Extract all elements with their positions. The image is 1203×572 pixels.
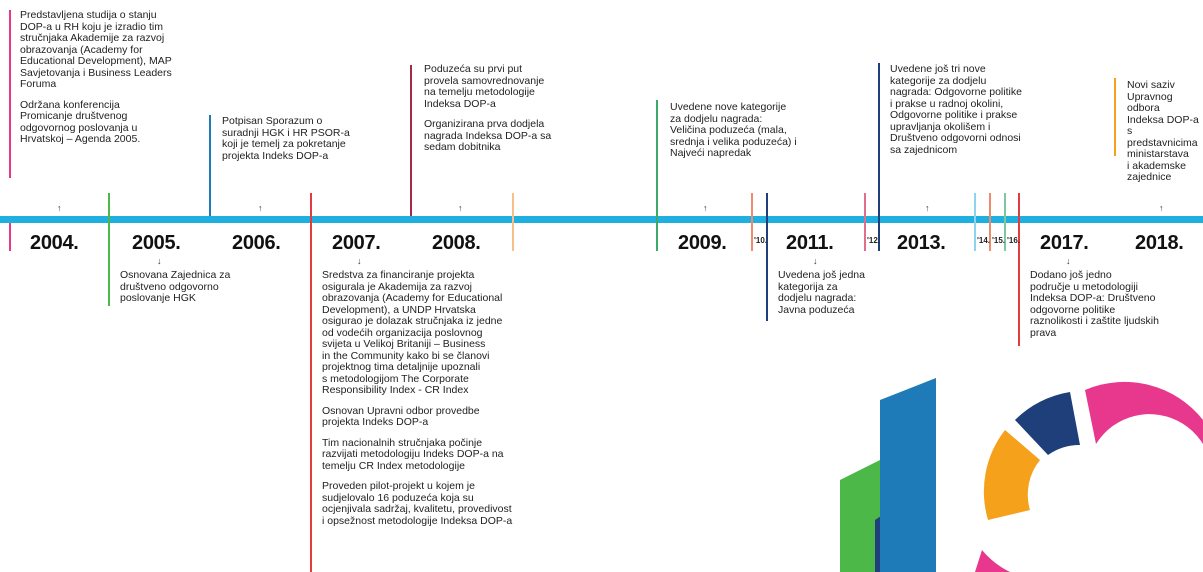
up-arrow-icon: ↑ [925, 203, 930, 213]
year-2012: '12. [867, 236, 881, 245]
logo-ring-pink [1085, 381, 1203, 510]
connector-2008-minor [512, 193, 514, 251]
year-2018: 2018. [1135, 232, 1184, 254]
connector-2008 [410, 65, 412, 216]
year-2006: 2006. [232, 232, 281, 254]
event-2007-text-3: Tim nacionalnih stručnjaka počinje razvi… [322, 436, 504, 472]
year-2017: 2017. [1040, 232, 1089, 254]
event-2007-text-4: Proveden pilot-projekt u kojem je sudjel… [322, 480, 513, 527]
event-2006: Potpisan Sporazum o suradnji HGK i HR PS… [222, 115, 402, 162]
year-2005: 2005. [132, 232, 181, 254]
event-2004: Predstavljena studija o stanju DOP-a u R… [20, 9, 205, 146]
event-2013-text: Uvedene još tri nove kategorije za dodje… [890, 63, 1022, 156]
logo-bar-blue [880, 378, 936, 572]
event-2013: Uvedene još tri nove kategorije za dodje… [890, 63, 1090, 156]
connector-2004 [9, 10, 11, 178]
event-2018-text: Novi saziv Upravnog odbora Indeksa DOP-a… [1127, 80, 1199, 183]
event-2011-text: Uvedena još jedna kategorija za dodjelu … [778, 269, 865, 316]
logo-bar-green [840, 460, 880, 572]
event-2004-text-1: Predstavljena studija o stanju DOP-a u R… [20, 9, 172, 90]
event-2005-text: Osnovana Zajednica za društveno odgovorn… [120, 269, 231, 304]
connector-2015 [989, 193, 991, 251]
connector-2012 [864, 193, 866, 251]
event-2008-text-2: Organizirana prva dodjela nagrada Indeks… [424, 118, 552, 153]
anniversary-logo [840, 378, 1203, 572]
year-2011: 2011. [786, 232, 834, 254]
event-2017: Dodano još jedno područje u metodologiji… [1030, 269, 1203, 339]
logo-ring-orange [983, 430, 1040, 520]
connector-2005 [108, 193, 110, 306]
down-arrow-icon: ↓ [357, 256, 362, 266]
event-2011: Uvedena još jedna kategorija za dodjelu … [778, 269, 888, 316]
connector-2011 [766, 193, 768, 321]
connector-2010 [751, 193, 753, 251]
down-arrow-icon: ↓ [157, 256, 162, 266]
connector-2018 [1114, 78, 1116, 156]
connector-2007 [310, 193, 312, 572]
event-2008-text-1: Poduzeća su prvi put provela samovrednov… [424, 63, 545, 110]
event-2004-text-2: Održana konferencija Promicanje društven… [20, 98, 141, 145]
up-arrow-icon: ↑ [57, 203, 62, 213]
year-2013: 2013. [897, 232, 946, 254]
year-2004: 2004. [30, 232, 79, 254]
connector-2016 [1004, 193, 1006, 251]
timeline-bar [0, 216, 1203, 223]
connector-2009 [656, 100, 658, 251]
event-2007-text-2: Osnovan Upravni odbor provedbe projekta … [322, 404, 480, 428]
event-2009: Uvedene nove kategorije za dodjelu nagra… [670, 101, 860, 160]
year-2007: 2007. [332, 232, 381, 254]
event-2005: Osnovana Zajednica za društveno odgovorn… [120, 269, 295, 305]
year-2009: 2009. [678, 232, 727, 254]
connector-2006 [209, 115, 211, 216]
event-2007-text-1: Sredstva za financiranje projekta osigur… [322, 269, 503, 396]
logo-ring-navy [1015, 392, 1080, 455]
event-2006-text: Potpisan Sporazum o suradnji HGK i HR PS… [222, 115, 350, 162]
year-2010: '10. [754, 236, 768, 245]
year-2014: '14. [977, 236, 991, 245]
event-2009-text: Uvedene nove kategorije za dodjelu nagra… [670, 101, 797, 159]
up-arrow-icon: ↑ [458, 203, 463, 213]
year-2015: '15. [992, 236, 1006, 245]
event-2018: Novi saziv Upravnog odbora Indeksa DOP-a… [1127, 80, 1203, 184]
up-arrow-icon: ↑ [258, 203, 263, 213]
down-arrow-icon: ↓ [1066, 256, 1071, 266]
connector-2014 [974, 193, 976, 251]
down-arrow-icon: ↓ [813, 256, 818, 266]
connector-2004-lower [9, 223, 11, 251]
event-2017-text: Dodano još jedno područje u metodologiji… [1030, 269, 1159, 339]
connector-2013 [878, 63, 880, 251]
event-2007: Sredstva za financiranje projekta osigur… [322, 269, 542, 527]
year-2008: 2008. [432, 232, 481, 254]
logo-ring-pink-lower [975, 550, 1010, 572]
up-arrow-icon: ↑ [1159, 203, 1164, 213]
connector-2017 [1018, 193, 1020, 346]
event-2008: Poduzeća su prvi put provela samovrednov… [424, 63, 624, 154]
up-arrow-icon: ↑ [703, 203, 708, 213]
year-2016: '16. [1007, 236, 1021, 245]
